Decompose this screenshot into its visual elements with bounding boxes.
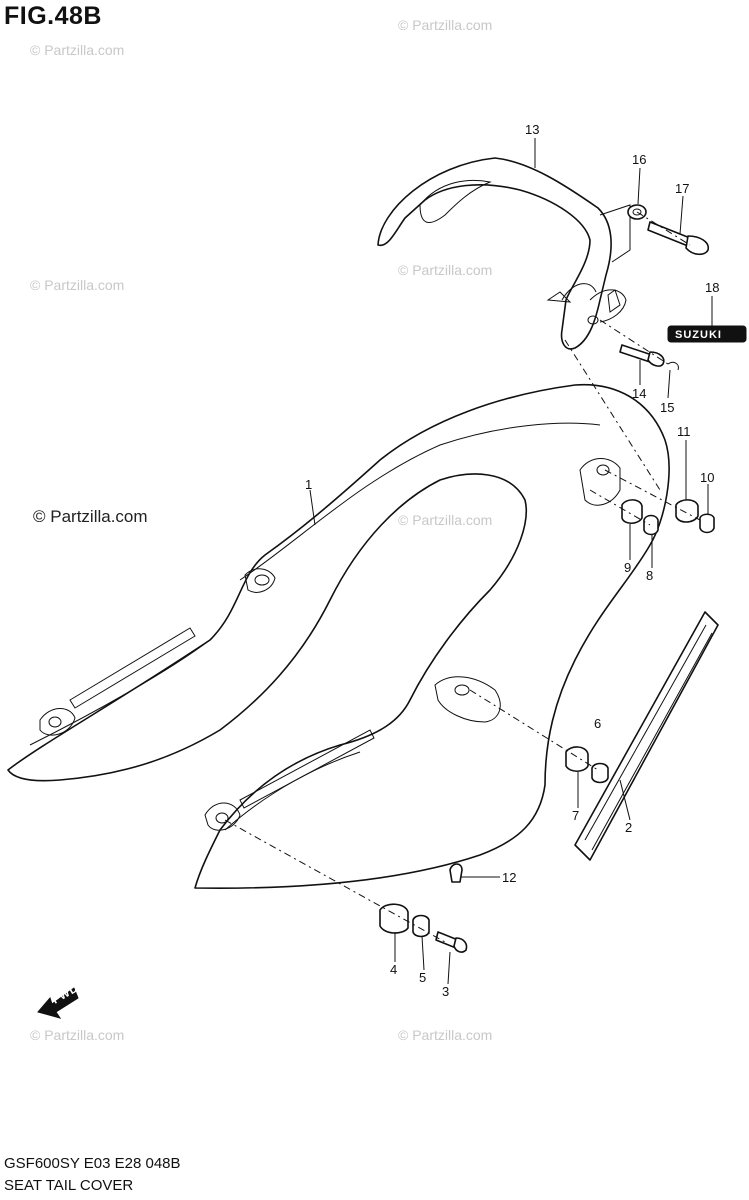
callout-7: 7 (572, 808, 579, 823)
watermark: © Partzilla.com (398, 1027, 492, 1043)
callout-13: 13 (525, 122, 539, 137)
callout-12: 12 (502, 870, 516, 885)
callout-14: 14 (632, 386, 646, 401)
callout-16: 16 (632, 152, 646, 167)
watermark: © Partzilla.com (30, 42, 124, 58)
grab-handle-part (377, 157, 631, 350)
callout-4: 4 (390, 962, 397, 977)
callout-11: 11 (677, 424, 691, 439)
figure-title: FIG.48B (4, 2, 102, 30)
callout-18: 18 (705, 280, 719, 295)
suzuki-emblem-part: SUZUKI (667, 325, 747, 343)
watermark: © Partzilla.com (30, 277, 124, 293)
seat-tail-cover-part (7, 383, 670, 889)
assembly-lines (224, 211, 701, 943)
figure-code: GSF600SY E03 E28 048B (4, 1155, 181, 1172)
callout-5: 5 (419, 970, 426, 985)
callout-10: 10 (700, 470, 714, 485)
callout-9: 9 (624, 560, 631, 575)
callout-15: 15 (660, 400, 674, 415)
watermark-dark: © Partzilla.com (33, 507, 148, 526)
callout-1: 1 (305, 477, 312, 492)
leader-lines (309, 138, 713, 985)
hardware-parts (379, 204, 715, 953)
callout-8: 8 (646, 568, 653, 583)
callout-2: 2 (625, 820, 632, 835)
callout-3: 3 (442, 984, 449, 999)
side-decal-part (574, 611, 719, 861)
callout-6: 6 (594, 716, 601, 731)
suzuki-emblem-text: SUZUKI (675, 329, 722, 341)
watermark: © Partzilla.com (30, 1027, 124, 1043)
watermark: © Partzilla.com (398, 17, 492, 33)
figure-name: SEAT TAIL COVER (4, 1177, 134, 1194)
watermark: © Partzilla.com (398, 512, 492, 528)
watermark: © Partzilla.com (398, 262, 492, 278)
callout-17: 17 (675, 181, 689, 196)
callout-labels: 1 2 3 4 5 6 7 8 9 10 11 12 13 14 15 16 1… (305, 122, 719, 999)
forward-arrow-icon: FWD (37, 982, 81, 1019)
